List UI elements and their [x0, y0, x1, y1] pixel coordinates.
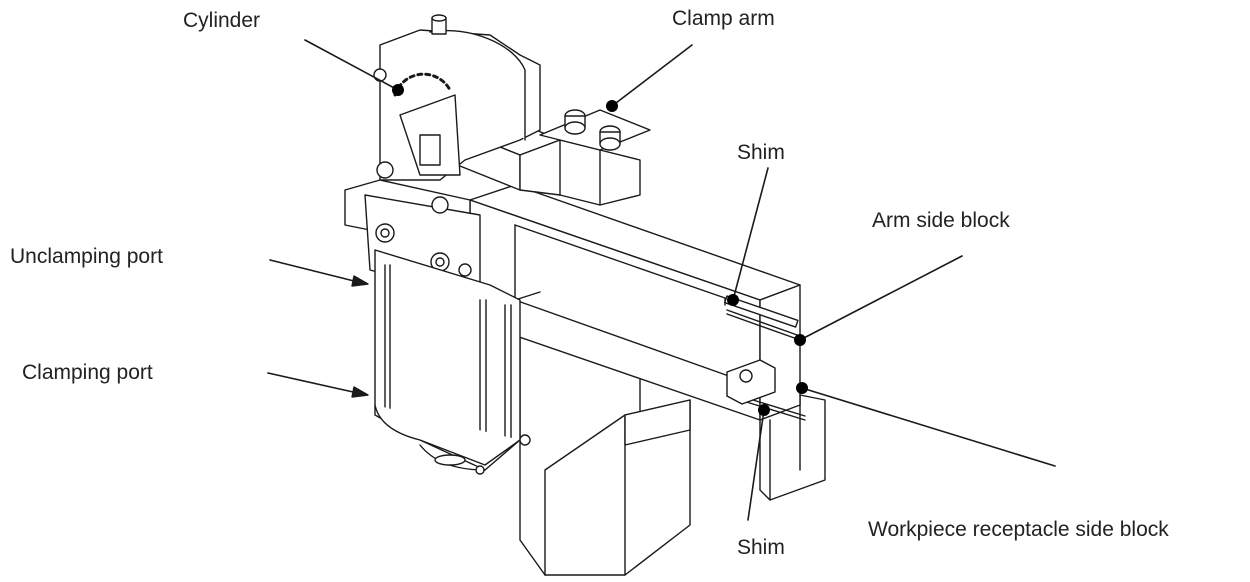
- workpiece-receptacle-block: [759, 394, 826, 501]
- label-clamp-arm: Clamp arm: [672, 7, 775, 30]
- dot-arm-side-block: [794, 334, 806, 346]
- label-arm-side-block: Arm side block: [872, 209, 1010, 232]
- leader-clamp-arm: [611, 44, 693, 107]
- label-clamping-port: Clamping port: [22, 361, 153, 384]
- label-cylinder: Cylinder: [183, 9, 261, 32]
- label-workpiece-receptacle-side-block: Workpiece receptacle side block: [868, 518, 1169, 541]
- leader-workpiece-block: [801, 387, 1056, 467]
- cylinder-body: [374, 249, 531, 475]
- arrowheads: [351, 275, 369, 398]
- leader-cylinder: [304, 39, 399, 91]
- leader-lines: [267, 39, 1056, 521]
- leader-dots: [392, 84, 808, 416]
- dot-workpiece-block: [796, 382, 808, 394]
- dot-shim-top: [727, 294, 739, 306]
- leader-shim-bottom: [747, 409, 765, 521]
- cylinder-housing: [373, 14, 541, 181]
- label-shim-top: Shim: [737, 141, 785, 164]
- bracket-plate: [726, 359, 776, 405]
- arrow-clamping-port: [267, 372, 363, 395]
- arm-side-block-body: [469, 184, 801, 421]
- leader-shim-top: [732, 167, 769, 301]
- arm-bolt-heads: [564, 109, 621, 151]
- label-shim-bottom: Shim: [737, 536, 785, 559]
- dot-shim-bottom: [758, 404, 770, 416]
- arrow-unclamping-port: [269, 259, 363, 284]
- arrowhead-clamping: [351, 386, 369, 398]
- label-unclamping-port: Unclamping port: [10, 245, 163, 268]
- arrowhead-unclamping: [351, 275, 369, 287]
- dot-cylinder: [392, 84, 404, 96]
- lower-body-block: [519, 319, 691, 576]
- dot-clamp-arm: [606, 100, 618, 112]
- leader-arm-side-block: [799, 255, 963, 341]
